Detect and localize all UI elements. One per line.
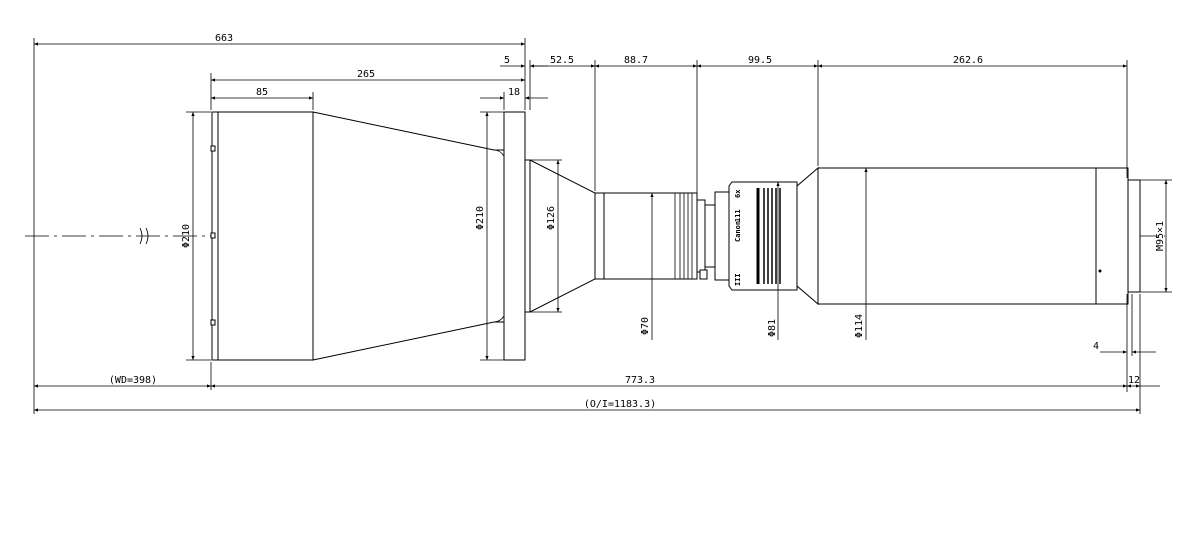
front-barrel (211, 111, 314, 361)
dim-length-773-3: 773.3 (625, 375, 655, 386)
front-cone (312, 111, 505, 361)
dim-overall-663: 663 (215, 33, 233, 44)
front-screw-bottom (210, 319, 216, 326)
dim-thread-m95: M95×1 (1155, 221, 1166, 251)
break-symbol (139, 227, 149, 245)
dim-object-to-image: (O/I=1183.3) (584, 399, 656, 410)
rear-tube-dot (1098, 269, 1102, 273)
lens-digits-text: 111 (734, 209, 742, 222)
lens-brand-text: Canon (734, 221, 742, 242)
rear-tube (817, 167, 1129, 305)
dim-dia-front-210: Φ210 (181, 224, 192, 248)
lens-marking: Canon 111 6x III (734, 189, 742, 286)
dim-working-distance: (WD=398) (109, 375, 157, 386)
coupler-ring-3 (714, 191, 730, 281)
dim-flange-gap-5: 5 (504, 55, 510, 66)
dim-seg-262-6: 262.6 (953, 55, 983, 66)
lens-body: Canon 111 6x III (210, 111, 1141, 361)
dim-dia-126: Φ126 (546, 206, 557, 230)
dim-dia-flange-210: Φ210 (475, 206, 486, 230)
dim-flange-18: 18 (508, 87, 520, 98)
coupler-ring-1 (696, 199, 706, 273)
rear-cone (524, 159, 596, 313)
dim-dia-81: Φ81 (767, 319, 778, 337)
mount-flange (503, 111, 526, 361)
horizontal-dimensions: 663 5 52.5 88.7 99.5 262.6 265 85 18 4 (… (34, 33, 1160, 412)
dim-seg-88-7: 88.7 (624, 55, 648, 66)
dim-dia-70: Φ70 (640, 317, 651, 335)
coupler-ring-2 (704, 204, 716, 268)
dim-rear-12: 12 (1128, 375, 1140, 386)
dim-front-barrel-85: 85 (256, 87, 268, 98)
dim-front-length-265: 265 (357, 69, 375, 80)
dim-seg-52-5: 52.5 (550, 55, 574, 66)
rear-transition (796, 166, 819, 306)
mount-thread (1127, 179, 1141, 293)
dim-rear-4: 4 (1093, 341, 1099, 352)
diameter-dimensions: Φ210 Φ210 Φ126 Φ70 Φ81 Φ114 M95×1 (181, 112, 1168, 360)
lens-small-text: 6x (734, 189, 742, 198)
front-screw-top (210, 145, 216, 152)
knurl-rings (674, 193, 693, 279)
lens-side-digits: III (734, 273, 742, 286)
coupler-tab (699, 269, 708, 280)
dim-dia-114: Φ114 (854, 314, 865, 338)
front-screw-mid (210, 232, 216, 239)
middle-tube (594, 192, 698, 280)
dim-seg-99-5: 99.5 (748, 55, 772, 66)
